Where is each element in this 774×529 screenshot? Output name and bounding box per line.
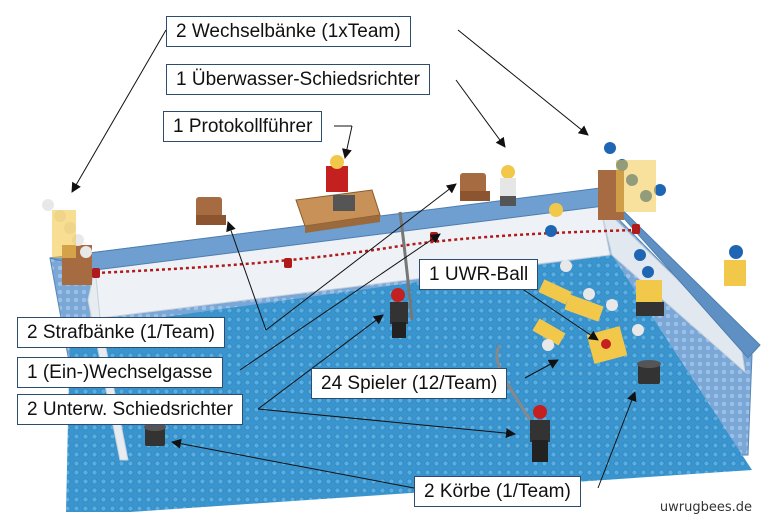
credit-text: uwrugbees.de: [659, 500, 752, 515]
arrow-lane: [239, 233, 441, 371]
surface-referee: [500, 165, 516, 206]
arrow-protocol-tip: [342, 125, 353, 159]
arrow-uwr-bottom: [257, 408, 516, 439]
arrow-uwr-top: [257, 314, 384, 410]
basket-right: [637, 360, 661, 384]
basket-left: [144, 423, 166, 446]
label-protocol-keeper: 1 Protokollführer: [163, 111, 323, 142]
label-penalty-benches: 2 Strafbänke (1/Team): [17, 317, 225, 348]
substitution-bench-left: [42, 199, 92, 285]
underwater-referee-bottom: [530, 405, 550, 462]
lane-rope: [92, 211, 640, 321]
label-ball: 1 UWR-Ball: [419, 259, 539, 290]
label-substitution-lane: 1 (Ein-)Wechselgasse: [17, 357, 223, 388]
label-baskets: 2 Körbe (1/Team): [414, 476, 581, 507]
label-surface-referee: 1 Überwasser-Schiedsrichter: [166, 64, 430, 95]
uwr-ball: [601, 339, 611, 349]
arrow-basket-right: [597, 391, 637, 489]
label-players: 24 Spieler (12/Team): [311, 368, 508, 399]
substitution-bench-right: [598, 142, 666, 220]
protocol-table: [295, 155, 381, 233]
arrow-bench-left: [71, 29, 167, 193]
arrow-penalty-left: [226, 221, 267, 331]
callout-arrows: [71, 29, 637, 489]
label-substitution-benches: 2 Wechselbänke (1xTeam): [166, 16, 411, 47]
arrow-players: [524, 359, 559, 379]
arrow-penalty-right: [265, 183, 457, 331]
penalty-bench-right: [460, 173, 490, 201]
penalty-bench-left: [196, 197, 226, 225]
label-underwater-referees: 2 Unterw. Schiedsrichter: [17, 394, 243, 425]
arrow-basket-left: [171, 438, 415, 489]
arrow-surface-ref: [455, 79, 506, 148]
arrow-ball: [517, 285, 599, 341]
underwater-referee-top: [390, 288, 408, 338]
arrow-bench-right: [457, 29, 589, 136]
